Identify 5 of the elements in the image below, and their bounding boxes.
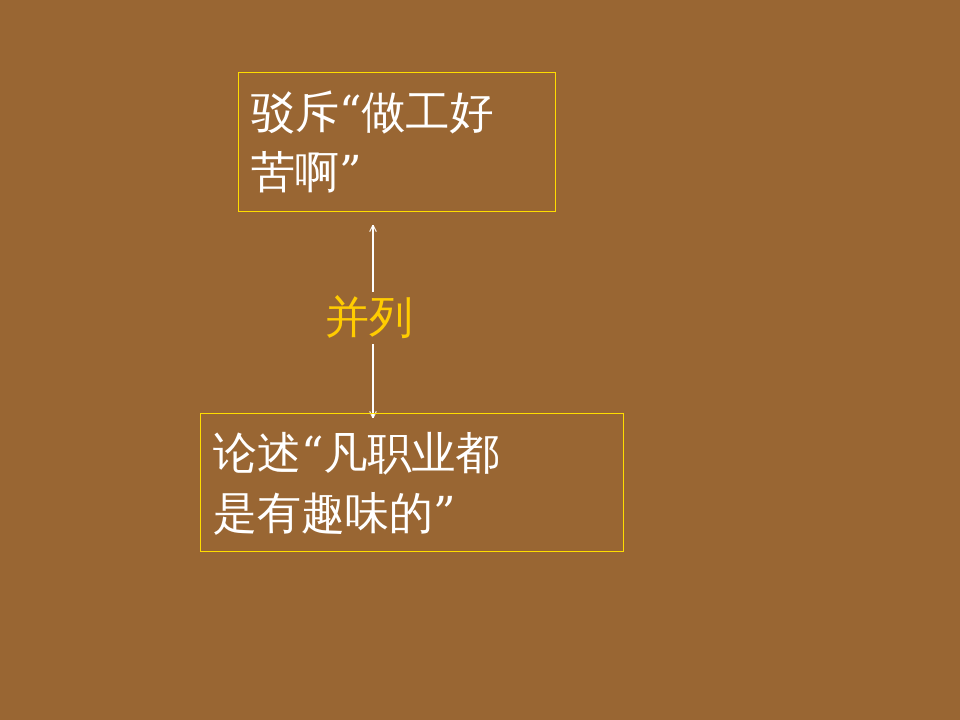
box-text: 驳斥“做工好苦啊” — [251, 86, 494, 200]
text-box — [238, 72, 556, 212]
text-box — [200, 413, 624, 552]
edge-label: 并列 — [325, 292, 413, 344]
box-text: 论述“凡职业都是有趣味的” — [213, 427, 500, 541]
